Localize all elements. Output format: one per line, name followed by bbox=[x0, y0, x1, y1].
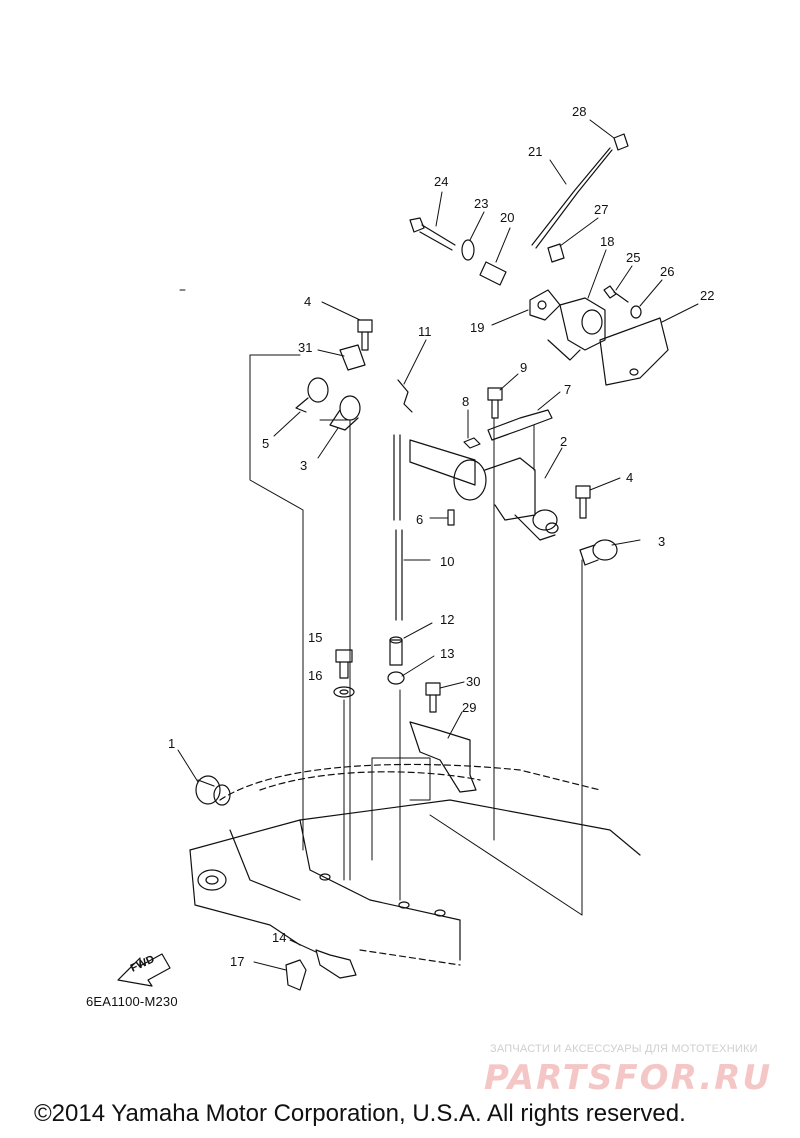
part-31-holder bbox=[339, 344, 366, 371]
callout-26: 26 bbox=[660, 264, 674, 279]
callout-9: 9 bbox=[520, 360, 527, 375]
guide-lines bbox=[179, 289, 583, 916]
engine-base bbox=[189, 763, 641, 966]
part-7-plate bbox=[487, 409, 553, 441]
callout-8: 8 bbox=[462, 394, 469, 409]
part-17-clamp bbox=[285, 959, 307, 991]
part-15-bolt bbox=[335, 649, 353, 679]
part-22-bracket bbox=[599, 317, 669, 386]
callout-5: 5 bbox=[262, 436, 269, 451]
part-9-bolt bbox=[487, 387, 503, 419]
part-3-collar-right bbox=[579, 539, 618, 566]
callout-25: 25 bbox=[626, 250, 640, 265]
callout-11: 11 bbox=[418, 324, 432, 339]
part-25-bolt bbox=[603, 285, 629, 303]
part-28-nut bbox=[613, 133, 629, 151]
callout-numbers: 1 2 3 3 4 4 5 6 7 8 9 10 11 12 13 14 15 … bbox=[168, 104, 714, 969]
callout-1: 1 bbox=[168, 736, 175, 751]
part-16-washer bbox=[333, 686, 355, 698]
callout-23: 23 bbox=[474, 196, 488, 211]
part-24-bolt bbox=[409, 217, 456, 251]
callout-21: 21 bbox=[528, 144, 542, 159]
copyright-notice: ©2014 Yamaha Motor Corporation, U.S.A. A… bbox=[34, 1100, 686, 1127]
part-29-bracket bbox=[409, 721, 477, 793]
part-21-link-rod bbox=[531, 147, 613, 249]
callout-7: 7 bbox=[564, 382, 571, 397]
part-18-bracket bbox=[547, 297, 606, 361]
watermark-logo: PARTSFOR.RU bbox=[484, 1058, 773, 1098]
part-6-pin bbox=[447, 509, 455, 526]
callout-16: 16 bbox=[308, 668, 322, 683]
callout-28: 28 bbox=[572, 104, 586, 119]
part-4-bolt-left bbox=[357, 319, 373, 351]
callout-10: 10 bbox=[440, 554, 454, 569]
callout-6: 6 bbox=[416, 512, 423, 527]
part-23-washer bbox=[461, 239, 475, 261]
callout-24: 24 bbox=[434, 174, 448, 189]
watermark-caption: ЗАПЧАСТИ И АКСЕССУАРЫ ДЛЯ МОТОТЕХНИКИ bbox=[490, 1043, 758, 1055]
part-20-spacer bbox=[479, 261, 507, 286]
part-5-clip bbox=[295, 377, 329, 413]
callout-3-right: 3 bbox=[658, 534, 665, 549]
part-27-clip bbox=[547, 243, 565, 263]
diagram-code: 6EA1100-M230 bbox=[86, 994, 178, 1009]
callout-27: 27 bbox=[594, 202, 608, 217]
part-10-rod bbox=[393, 434, 403, 621]
callout-20: 20 bbox=[500, 210, 514, 225]
callout-14: 14 bbox=[272, 930, 286, 945]
part-26-washer bbox=[630, 305, 642, 319]
callout-18: 18 bbox=[600, 234, 614, 249]
part-12-sleeve bbox=[389, 636, 403, 666]
callout-31: 31 bbox=[298, 340, 312, 355]
part-30-bolt bbox=[425, 682, 441, 713]
part-19-lever bbox=[529, 289, 561, 321]
part-1-grommet bbox=[195, 775, 231, 806]
callout-4-right: 4 bbox=[626, 470, 633, 485]
part-8-nut bbox=[463, 437, 481, 449]
part-14-bracket bbox=[315, 949, 357, 979]
callout-30: 30 bbox=[466, 674, 480, 689]
callout-2: 2 bbox=[560, 434, 567, 449]
part-11-cotter-pin bbox=[397, 379, 413, 413]
fwd-arrow bbox=[117, 953, 171, 987]
part-2-shift-lever bbox=[409, 439, 559, 541]
callout-15: 15 bbox=[308, 630, 322, 645]
part-13-nut bbox=[387, 671, 405, 685]
callout-17: 17 bbox=[230, 954, 244, 969]
callout-29: 29 bbox=[462, 700, 476, 715]
callout-13: 13 bbox=[440, 646, 454, 661]
callout-22: 22 bbox=[700, 288, 714, 303]
callout-3-left: 3 bbox=[300, 458, 307, 473]
part-4-bolt-right bbox=[575, 485, 591, 519]
callout-4-left: 4 bbox=[304, 294, 311, 309]
leader-lines bbox=[177, 119, 699, 971]
callout-19: 19 bbox=[470, 320, 484, 335]
callout-12: 12 bbox=[440, 612, 454, 627]
part-3-collar-left bbox=[329, 395, 361, 431]
